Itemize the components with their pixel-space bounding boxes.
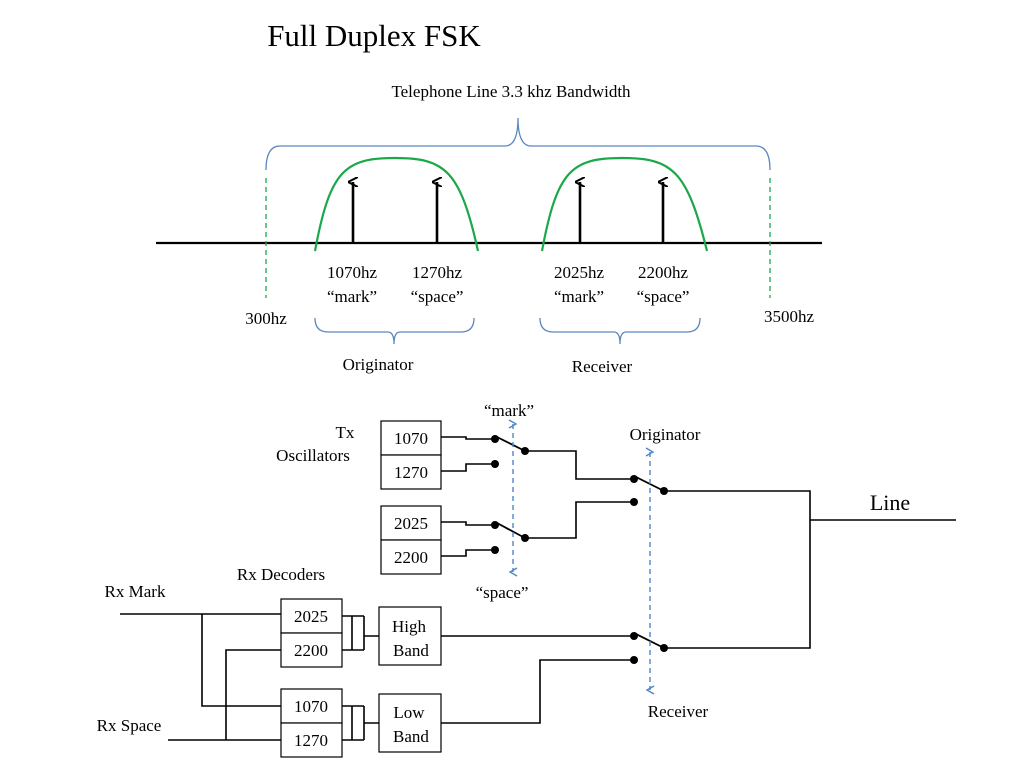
- high-band-input-wires: [342, 615, 379, 651]
- tx-wire-1270: [441, 463, 495, 472]
- tx-switch-2-contact-b: [491, 546, 499, 554]
- tx-osc-2200-box: [380, 539, 442, 575]
- tx-osc-1070-box: [380, 420, 442, 456]
- mode-switch-1-contact-b: [630, 498, 638, 506]
- rx-dec-2200-label: 2200: [294, 641, 328, 660]
- bandwidth-label: Telephone Line 3.3 khz Bandwidth: [391, 82, 631, 101]
- name-label-space-1: “space”: [411, 287, 464, 306]
- tx-to-mode-wire-1: [525, 450, 634, 480]
- receiver-band-curve: [540, 156, 709, 252]
- receiver-brace: [539, 317, 701, 345]
- receiver-mode-label: Receiver: [648, 702, 709, 721]
- originator-band-curve: [313, 156, 480, 252]
- freq-label-1070: 1070hz: [327, 263, 378, 282]
- rx-dec-1270-label: 1270: [294, 731, 328, 750]
- name-label-mark-1: “mark”: [327, 287, 377, 306]
- rx-decoders-label: Rx Decoders: [237, 565, 325, 584]
- low-band-label-1: Low: [393, 703, 425, 722]
- tx-osc-2200-label: 2200: [394, 548, 428, 567]
- rx-dec-2025-box: [280, 598, 343, 634]
- low-band-input-wires: [342, 705, 379, 741]
- name-label-mark-2: “mark”: [554, 287, 604, 306]
- tx-osc-1270-box: [380, 454, 442, 490]
- tx-switch-1-contact-a: [491, 435, 499, 443]
- originator-band-label: Originator: [343, 355, 414, 374]
- spectrum-diagram: Telephone Line 3.3 khz Bandwidth 300hz 3…: [156, 82, 822, 376]
- freq-label-2025: 2025hz: [554, 263, 605, 282]
- high-edge-label: 3500hz: [764, 307, 815, 326]
- tx-switch-1-contact-b: [491, 460, 499, 468]
- low-edge-label: 300hz: [245, 309, 287, 328]
- mode-switch-1-contact-a: [630, 475, 638, 483]
- low-band-box: [378, 693, 442, 753]
- tx-wire-1070: [441, 436, 495, 440]
- tx-label-line-1: Tx: [336, 423, 355, 442]
- tx-wire-2025: [441, 521, 495, 526]
- page-title: Full Duplex FSK: [267, 18, 481, 53]
- tx-osc-1270-label: 1270: [394, 463, 428, 482]
- tx-switch-2-contact-a: [491, 521, 499, 529]
- tx-switch-2-blade: [496, 522, 526, 539]
- rx-dec-1070-box: [280, 688, 343, 724]
- space-control-label: “space”: [476, 583, 529, 602]
- tx-osc-2025-box: [380, 505, 442, 541]
- rx-mark-label: Rx Mark: [105, 582, 166, 601]
- line-wire: [664, 490, 956, 649]
- rx-dec-2025-label: 2025: [294, 607, 328, 626]
- line-label: Line: [870, 490, 910, 515]
- tx-wire-2200: [441, 549, 495, 557]
- tx-to-mode-wire-2: [525, 501, 634, 539]
- tx-switch-1-blade: [496, 436, 526, 452]
- receiver-band-label: Receiver: [572, 357, 633, 376]
- rx-mark-wire: [120, 613, 281, 707]
- tx-osc-2025-label: 2025: [394, 514, 428, 533]
- name-label-space-2: “space”: [637, 287, 690, 306]
- tx-label-line-2: Oscillators: [276, 446, 350, 465]
- mark-control-label: “mark”: [484, 401, 534, 420]
- rx-space-label: Rx Space: [97, 716, 162, 735]
- high-band-label-1: High: [392, 617, 427, 636]
- originator-mode-label: Originator: [630, 425, 701, 444]
- freq-label-1270: 1270hz: [412, 263, 463, 282]
- rx-dec-1070-label: 1070: [294, 697, 328, 716]
- originator-brace: [314, 317, 475, 345]
- freq-label-2200: 2200hz: [638, 263, 689, 282]
- bandwidth-brace: [265, 117, 771, 171]
- high-band-label-2: Band: [393, 641, 429, 660]
- rx-space-wire: [168, 649, 281, 741]
- fsk-schematic: Tx Oscillators 1070 1270 2025 2200 “mark…: [97, 401, 956, 758]
- low-band-output-wire: [441, 659, 634, 724]
- low-band-label-2: Band: [393, 727, 429, 746]
- tx-osc-1070-label: 1070: [394, 429, 428, 448]
